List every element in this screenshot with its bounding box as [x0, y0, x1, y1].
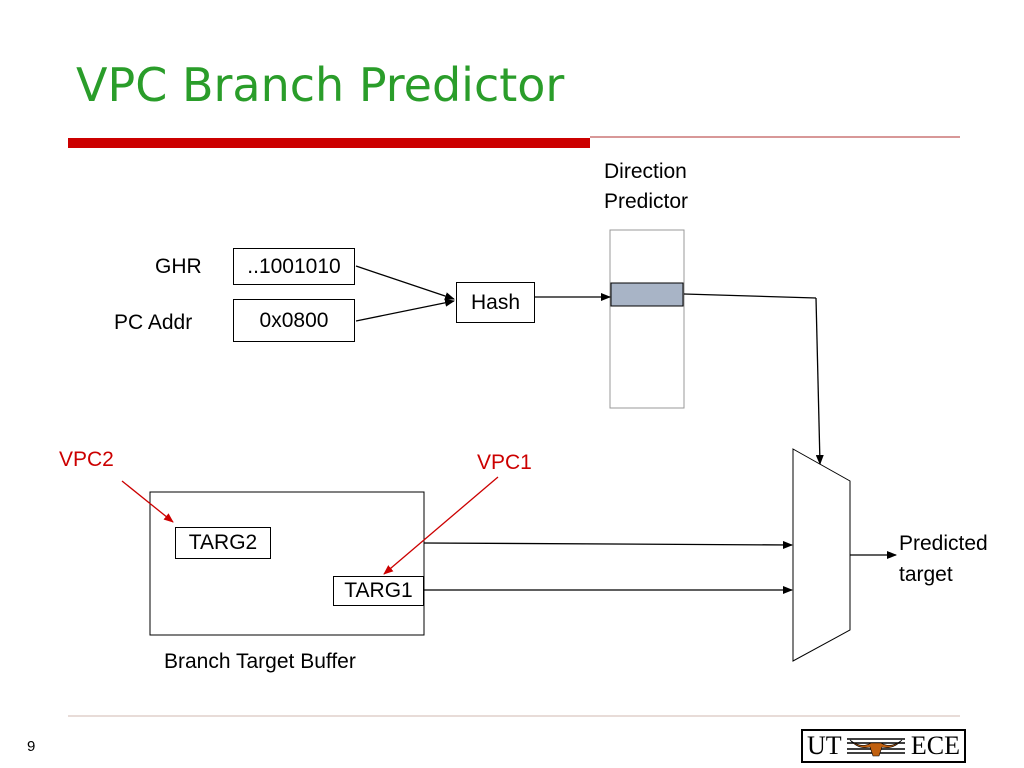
pc-addr-label: PC Addr — [114, 311, 193, 334]
predicted-target-label: Predicted target — [899, 528, 988, 590]
predictor-to-mux-arrow — [815, 297, 824, 465]
ghr-register: ..1001010 — [233, 248, 355, 285]
vpc1-pointer-arrow — [383, 476, 499, 575]
btb-entry-targ2: TARG2 — [175, 527, 271, 559]
predicted-target-label-line2: target — [899, 563, 953, 586]
pc-addr-register: 0x0800 — [233, 299, 355, 342]
logo-ece-text: ECE — [910, 731, 960, 760]
direction-predictor-table — [609, 229, 685, 409]
ut-ece-logo: UT ECE — [801, 729, 966, 763]
ghr-label: GHR — [155, 255, 202, 278]
vpc1-label: VPC1 — [477, 451, 532, 474]
logo-ut-text: UT — [807, 731, 842, 760]
direction-predictor-label-line2: Predictor — [604, 190, 689, 213]
ghr-to-hash-arrow — [355, 265, 455, 300]
direction-predictor-entry — [610, 282, 684, 307]
title-underline-bar — [68, 138, 590, 148]
direction-predictor-label-line1: Direction — [604, 160, 687, 183]
page-number: 9 — [27, 738, 36, 755]
vpc2-label: VPC2 — [59, 448, 114, 471]
targ2-to-mux-arrow — [423, 540, 793, 549]
mux — [792, 448, 851, 662]
slide-title: VPC Branch Predictor — [76, 58, 565, 112]
pc-to-hash-arrow — [355, 298, 455, 322]
btb-entry-targ1: TARG1 — [333, 576, 424, 606]
predicted-target-label-line1: Predicted — [899, 532, 988, 555]
vpc2-pointer-arrow — [121, 480, 174, 523]
direction-predictor-label: Direction Predictor — [604, 157, 688, 217]
hash-unit: Hash — [456, 282, 535, 323]
btb-label: Branch Target Buffer — [164, 650, 356, 673]
predictor-output-line — [683, 293, 817, 299]
branch-target-buffer — [149, 491, 425, 636]
longhorn-icon — [847, 738, 906, 757]
